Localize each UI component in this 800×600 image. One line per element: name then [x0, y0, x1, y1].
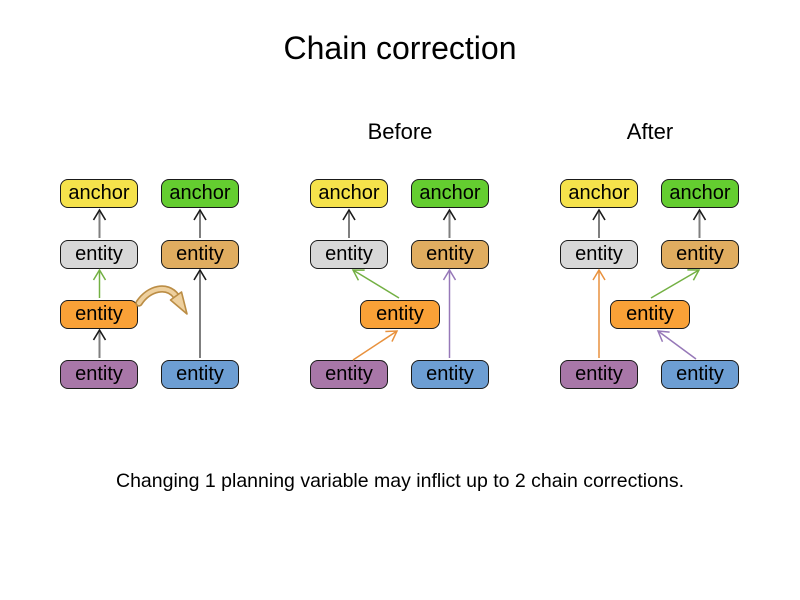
chain-arrow-green — [650, 269, 701, 299]
entity-node: entity — [161, 240, 239, 269]
entity-node-moving: entity — [610, 300, 690, 329]
chain-arrow-purple — [656, 330, 697, 360]
caption-text: Changing 1 planning variable may inflict… — [116, 470, 684, 492]
entity-node: entity — [661, 360, 739, 389]
move-arrow-outline — [135, 285, 180, 307]
page-title: Chain correction — [283, 30, 517, 66]
entity-node-moving: entity — [360, 300, 440, 329]
entity-node: entity — [60, 240, 138, 269]
entity-node: entity — [661, 240, 739, 269]
anchor-node: anchor — [310, 179, 388, 208]
move-arrow — [135, 285, 188, 315]
entity-node: entity — [411, 240, 489, 269]
entity-node: entity — [560, 240, 638, 269]
entity-node: entity — [411, 360, 489, 389]
anchor-node: anchor — [60, 179, 138, 208]
label-before: Before — [367, 119, 433, 144]
entity-node-moving: entity — [60, 300, 138, 329]
anchor-node: anchor — [161, 179, 239, 208]
anchor-node: anchor — [411, 179, 489, 208]
entity-node: entity — [310, 360, 388, 389]
entity-node: entity — [560, 360, 638, 389]
label-after: After — [626, 119, 674, 144]
anchor-node: anchor — [661, 179, 739, 208]
anchor-node: anchor — [560, 179, 638, 208]
chain-arrow-green — [351, 269, 400, 299]
entity-node: entity — [310, 240, 388, 269]
entity-node: entity — [161, 360, 239, 389]
move-arrow-body — [136, 286, 179, 306]
chain-arrow-orange — [352, 330, 399, 361]
entity-node: entity — [60, 360, 138, 389]
move-arrow-head — [169, 291, 188, 315]
